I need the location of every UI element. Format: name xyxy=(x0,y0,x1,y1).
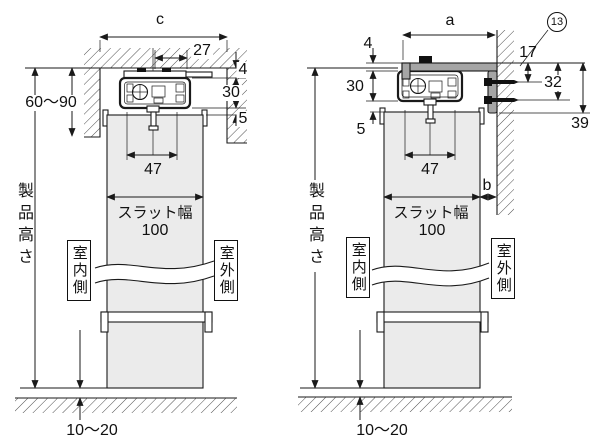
dim-label-27: 27 xyxy=(191,42,213,59)
dim-label-30-left: 30 xyxy=(220,84,242,101)
product-height-label-left: 製品高さ xyxy=(14,180,32,272)
dim-label-32: 32 xyxy=(542,74,564,91)
floor-hatch-left xyxy=(15,398,237,413)
ceiling-mount-diagram xyxy=(15,33,247,420)
slat-width-label-left: スラット幅 xyxy=(117,204,193,222)
dim-label-10-20-left: 10〜20 xyxy=(66,422,118,439)
dim-label-17: 17 xyxy=(519,44,537,61)
recess-hatch xyxy=(84,48,247,143)
product-height-label-right: 製品高さ xyxy=(305,180,323,272)
dim-label-4-right: 4 xyxy=(363,35,373,52)
dim-label-30-right: 30 xyxy=(346,78,364,95)
wall-mount-diagram xyxy=(298,29,590,420)
dim-label-47-left: 47 xyxy=(144,161,162,178)
indoor-side-box-left: 室内側 xyxy=(67,240,91,301)
outdoor-side-box-right: 室外側 xyxy=(491,238,515,299)
dim-label-5-left: 5 xyxy=(236,110,250,127)
outdoor-side-box-left: 室外側 xyxy=(214,240,238,301)
floor-hatch-right xyxy=(298,397,512,412)
dim-label-60-90: 60〜90 xyxy=(23,94,79,111)
wall-hatch xyxy=(497,30,514,215)
slat-width-value-left: 100 xyxy=(141,222,169,239)
slat-left xyxy=(106,114,204,389)
dim-label-47-right: 47 xyxy=(421,161,439,178)
slat-width-value-right: 100 xyxy=(418,222,446,239)
headrail-right xyxy=(396,69,464,124)
dim-label-10-20-right: 10〜20 xyxy=(356,422,408,439)
screw-head-icon xyxy=(409,77,427,95)
dim-label-39: 39 xyxy=(571,115,589,132)
bottom-rail-left xyxy=(100,311,213,333)
dim-label-a: a xyxy=(445,12,455,29)
slat-width-label-right: スラット幅 xyxy=(393,204,469,222)
dim-label-c: c xyxy=(156,11,164,28)
dim-label-5-right: 5 xyxy=(356,121,366,138)
bottom-rail-right xyxy=(376,311,489,333)
indoor-side-box-right: 室内側 xyxy=(346,237,370,298)
dim-label-4-left: 4 xyxy=(236,61,250,78)
dim-label-b: b xyxy=(482,177,492,194)
slat-right xyxy=(383,111,481,389)
headrail-left xyxy=(118,68,213,131)
part-ref-13-badge: 13 xyxy=(547,12,567,32)
part13-leader-line xyxy=(519,29,549,67)
